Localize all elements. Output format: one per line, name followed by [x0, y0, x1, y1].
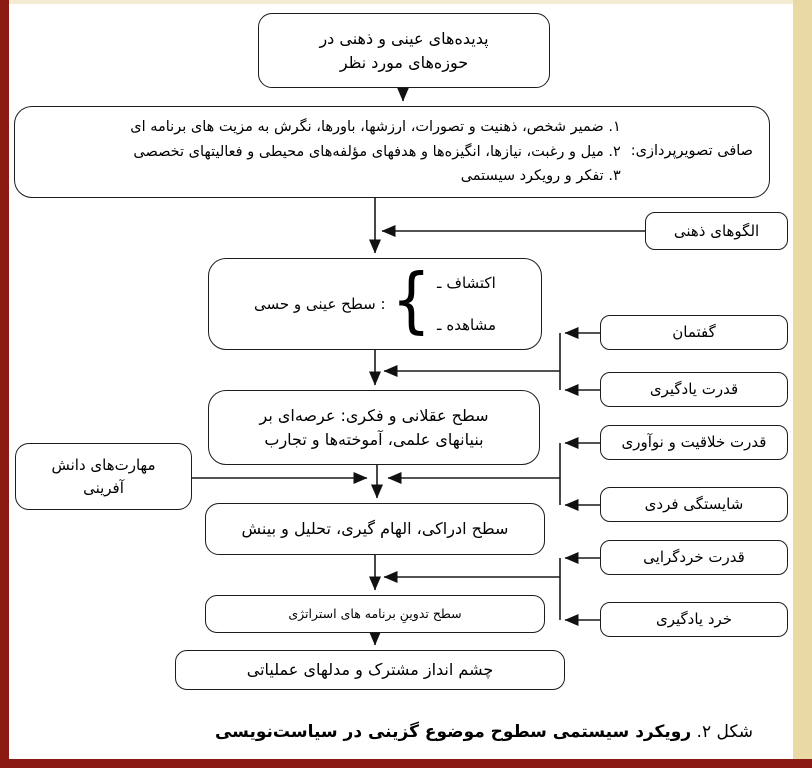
- figure-caption-title: رویکرد سیستمی سطوح موضوع گزینی در سیاست‌…: [214, 722, 692, 742]
- box-rational-level: سطح عقلانی و فکری: عرصه‌ای بر بنیانهای ع…: [208, 390, 540, 465]
- figure-caption-prefix: شکل ۲.: [696, 722, 753, 742]
- imaging-filter-list: ۱. ضمیر شخص، ذهنیت و تصورات، ارزشها، باو…: [130, 115, 621, 190]
- box-perceptual-level: سطح ادراکی، الهام گیری، تحلیل و بینش: [205, 503, 545, 555]
- sensory-item-observation: ـ مشاهده: [437, 314, 496, 337]
- box-strategy-formulation-level-label: سطح تدوینِ برنامه های استراتژی: [288, 605, 462, 621]
- box-mental-patterns-label: الگوهای ذهنی: [673, 221, 760, 240]
- top-cream-border: [9, 0, 793, 4]
- figure-caption: شکل ۲. رویکرد سیستمی سطوح موضوع گزینی در…: [215, 722, 753, 742]
- curly-brace-glyph: {: [391, 258, 431, 342]
- sensory-item-observation-label: مشاهده: [446, 316, 497, 334]
- left-red-border: [0, 0, 9, 768]
- box-creativity-innovation-power-label: قدرت خلاقیت و نوآوری: [621, 433, 767, 452]
- box-individual-competence-label: شایستگی فردی: [644, 495, 744, 514]
- box-shared-vision-label: چشم انداز مشترک و مدلهای عملیاتی: [246, 660, 494, 679]
- imaging-filter-item-3: ۳. تفکر و رویکرد سیستمی: [460, 168, 621, 185]
- box-learning-wisdom: خرد یادگیری: [600, 602, 788, 637]
- dash-bullet: ـ: [437, 316, 442, 334]
- box-learning-wisdom-label: خرد یادگیری: [655, 610, 733, 629]
- sensory-item-discovery-label: اکتشاف: [446, 273, 496, 292]
- right-tan-border: [793, 0, 812, 768]
- box-shared-vision: چشم انداز مشترک و مدلهای عملیاتی: [175, 650, 565, 690]
- box-phenomena: پدیده‌های عینی و ذهنی در حوزه‌های مورد ن…: [258, 13, 550, 88]
- dash-bullet: ـ: [437, 273, 442, 292]
- box-creativity-innovation-power: قدرت خلاقیت و نوآوری: [600, 425, 788, 460]
- box-strategy-formulation-level: سطح تدوینِ برنامه های استراتژی: [205, 595, 545, 633]
- sensory-level-label: سطح عینی و حسی :: [253, 294, 386, 313]
- sensory-item-discovery: ـ اکتشاف: [437, 272, 496, 295]
- box-discourse: گفتمان: [600, 315, 788, 350]
- bottom-red-border: [0, 759, 812, 768]
- box-discourse-label: گفتمان: [672, 323, 716, 342]
- box-learning-power: قدرت یادگیری: [600, 372, 788, 407]
- sensory-items: ـ اکتشاف ـ مشاهده: [437, 272, 496, 337]
- box-rational-level-label: سطح عقلانی و فکری: عرصه‌ای بر بنیانهای ع…: [259, 405, 489, 449]
- imaging-filter-label: صافی تصویرپردازی:: [630, 143, 753, 160]
- box-rationalism-power: قدرت خردگرایی: [600, 540, 788, 575]
- box-phenomena-label: پدیده‌های عینی و ذهنی در حوزه‌های مورد ن…: [319, 28, 489, 72]
- box-perceptual-level-label: سطح ادراکی، الهام گیری، تحلیل و بینش: [241, 519, 509, 538]
- box-learning-power-label: قدرت یادگیری: [649, 380, 739, 399]
- box-imaging-filter: صافی تصویرپردازی: ۱. ضمیر شخص، ذهنیت و ت…: [14, 106, 770, 198]
- box-sensory-level: سطح عینی و حسی : { ـ اکتشاف ـ مشاهده: [208, 258, 542, 350]
- imaging-filter-item-1: ۱. ضمیر شخص، ذهنیت و تصورات، ارزشها، باو…: [130, 118, 621, 135]
- box-mental-patterns: الگوهای ذهنی: [645, 212, 788, 250]
- box-individual-competence: شایستگی فردی: [600, 487, 788, 522]
- box-knowledge-creation-skills: مهارت‌های دانش آفرینی: [15, 443, 192, 510]
- box-knowledge-creation-skills-label: مهارت‌های دانش آفرینی: [51, 456, 156, 497]
- box-rationalism-power-label: قدرت خردگرایی: [643, 548, 745, 567]
- imaging-filter-item-2: ۲. میل و رغبت، نیازها، انگیزه‌ها و هدفها…: [133, 143, 621, 160]
